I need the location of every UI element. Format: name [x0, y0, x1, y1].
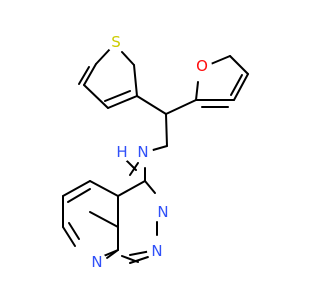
atom-bg [147, 241, 167, 261]
bond [83, 63, 97, 86]
bond [230, 74, 243, 96]
bond [95, 48, 111, 65]
molecule-structure: S O H N N N N [62, 32, 249, 272]
bond [165, 113, 168, 147]
bond [78, 66, 90, 85]
atom-bg [192, 56, 212, 76]
bond [121, 255, 139, 263]
bond [144, 180, 156, 194]
amine-hydrogen-label: H [116, 143, 127, 161]
bond [165, 99, 197, 115]
bond [195, 81, 199, 101]
bond [117, 180, 146, 197]
pyrimidine-nitrogen-3-label: N [157, 203, 168, 221]
bond [107, 95, 138, 109]
bond [129, 256, 149, 264]
sulfur-atom-label: S [111, 33, 121, 51]
bond [136, 95, 167, 115]
amine-nitrogen-label: N [137, 143, 148, 161]
bond [129, 162, 139, 176]
atom-bg [153, 202, 173, 222]
bond-lines [62, 48, 249, 264]
pyridine-nitrogen-label: N [91, 253, 102, 271]
bond [62, 180, 91, 197]
bond [89, 211, 119, 228]
bond [62, 226, 76, 247]
atom-bg [87, 252, 107, 272]
oxygen-atom-label: O [196, 57, 208, 75]
bond [133, 64, 138, 97]
bond [233, 73, 249, 101]
atom-labels: S O H N N N N [87, 32, 212, 272]
bond [229, 55, 249, 75]
bond [121, 51, 135, 66]
bond [68, 222, 80, 240]
bond [104, 90, 131, 102]
bond [89, 180, 119, 197]
bond [83, 84, 109, 109]
bond [67, 188, 91, 203]
pyrimidine-nitrogen-1-label: N [151, 242, 162, 260]
atom-bg [133, 142, 153, 162]
atom-bg [106, 32, 126, 52]
atom-bg [112, 142, 132, 162]
